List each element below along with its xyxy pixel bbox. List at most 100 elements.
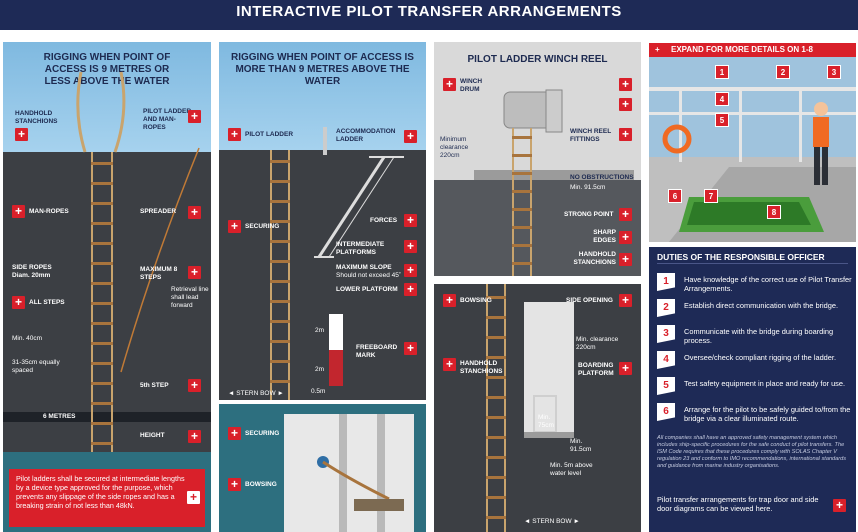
duty-item[interactable]: 5 Test safety equipment in place and rea…	[657, 377, 852, 401]
label-six-metres: 6 METRES	[43, 413, 76, 420]
expand-side-opening-button[interactable]: +	[619, 294, 632, 307]
expand-winch-right-button-a[interactable]: +	[619, 78, 632, 91]
expand-spreader-button[interactable]: +	[188, 206, 201, 219]
label-winch-reel-fittings: WINCH REEL FITTINGS	[570, 128, 612, 143]
label-stern-bow: ◄ STERN BOW ►	[228, 390, 284, 397]
panel-deck-illustration: 1 2 3 4 5 6 7 8	[649, 57, 856, 242]
expand-winch-right-button-b[interactable]: +	[619, 98, 632, 111]
expand-bowsing-button[interactable]: +	[443, 294, 456, 307]
label-boarding-platform: BOARDING PLATFORM	[578, 362, 614, 377]
label-min-5m: Min. 5m above water level	[550, 462, 593, 477]
label-winch-drum: WINCH DRUM	[460, 78, 483, 93]
expand-height-button[interactable]: +	[188, 430, 201, 443]
label-spreader: SPREADER	[140, 208, 177, 215]
expand-max-steps-button[interactable]: +	[188, 266, 201, 279]
accommodation-ladder-drawing	[314, 127, 404, 386]
ship-hull	[219, 150, 426, 400]
expand-securing-note-button[interactable]: +	[187, 491, 200, 504]
expand-freeboard-button[interactable]: +	[404, 342, 417, 355]
sky	[3, 42, 211, 152]
expand-header-text: EXPAND FOR MORE DETAILS ON 1-8	[671, 45, 813, 54]
expand-handhold-button[interactable]: +	[443, 358, 456, 371]
duty-text: Oversee/check compliant rigging of the l…	[684, 353, 837, 362]
detail-8-button[interactable]: 8	[767, 205, 781, 219]
label-min-40cm: Min. 40cm	[12, 335, 42, 342]
duty-item[interactable]: 2 Establish direct communication with th…	[657, 299, 852, 323]
detail-5-button[interactable]: 5	[715, 113, 729, 127]
detail-7-button[interactable]: 7	[704, 189, 718, 203]
expand-securing-button[interactable]: +	[228, 220, 241, 233]
label-min-clearance: Minimum clearance 220cm	[440, 136, 469, 159]
label-lower-platform: LOWER PLATFORM	[336, 286, 398, 293]
deck-illustration	[649, 87, 856, 242]
expand-fittings-button[interactable]: +	[619, 128, 632, 141]
winch-reel-drawing	[474, 89, 634, 180]
expand-bowsing-button[interactable]: +	[228, 478, 241, 491]
expand-lower-platform-button[interactable]: +	[404, 283, 417, 296]
expand-sharp-edges-button[interactable]: +	[619, 231, 632, 244]
plus-icon: +	[655, 45, 660, 54]
sky	[219, 42, 426, 150]
label-stern-bow: ◄ STERN BOW ►	[524, 518, 580, 525]
side-opening-drawing	[524, 302, 574, 438]
securing-note-box[interactable]: Pilot ladders shall be secured at interm…	[9, 469, 205, 527]
expand-boarding-button[interactable]: +	[619, 362, 632, 375]
duty-text: Have knowledge of the correct use of Pil…	[684, 275, 852, 293]
duty-flag-icon: 3	[657, 325, 675, 343]
label-bowsing: BOWSING	[460, 297, 492, 304]
expand-pilot-ladder-button[interactable]: +	[228, 128, 241, 141]
expand-man-ropes-button[interactable]: +	[12, 205, 25, 218]
expand-accommodation-button[interactable]: +	[404, 130, 417, 143]
page-banner: INTERACTIVE PILOT TRANSFER ARRANGEMENTS	[0, 0, 858, 30]
label-2m-upper: 2m	[315, 327, 325, 334]
expand-handhold-button[interactable]: +	[619, 253, 632, 266]
expand-strong-point-button[interactable]: +	[619, 208, 632, 221]
detail-4-button[interactable]: 4	[715, 92, 729, 106]
expand-all-steps-button[interactable]: +	[12, 296, 25, 309]
expand-handhold-button[interactable]: +	[15, 128, 28, 141]
duty-text: Communicate with the bridge during board…	[684, 327, 834, 345]
expand-intermediate-button[interactable]: +	[404, 240, 417, 253]
expand-fifth-step-button[interactable]: +	[188, 379, 201, 392]
expand-forces-button[interactable]: +	[404, 214, 417, 227]
label-side-opening: SIDE OPENING	[566, 297, 613, 304]
label-pilot-ladder: PILOT LADDER	[245, 131, 294, 138]
duty-item[interactable]: 1 Have knowledge of the correct use of P…	[657, 273, 852, 297]
detail-3-button[interactable]: 3	[827, 65, 841, 79]
pilot-ladder	[270, 150, 290, 400]
detail-6-button[interactable]: 6	[668, 189, 682, 203]
duties-panel: DUTIES OF THE RESPONSIBLE OFFICER 1 Have…	[649, 247, 856, 532]
label-half-m: 0.5m	[311, 388, 326, 395]
duty-item[interactable]: 4 Oversee/check compliant rigging of the…	[657, 351, 852, 375]
label-intermediate-platforms: INTERMEDIATE PLATFORMS	[336, 241, 385, 256]
trap-door-link[interactable]: Pilot transfer arrangements for trap doo…	[657, 495, 819, 513]
winch-ladder	[512, 128, 532, 276]
label-forces: FORCES	[370, 217, 398, 224]
label-handhold-stanchions: HANDHOLD STANCHIONS	[460, 360, 503, 375]
label-min-91cm: Min. 91.5cm	[570, 438, 592, 453]
label-fifth-step: 5th STEP	[140, 382, 169, 389]
label-slope-note: Should not exceed 45˚	[336, 272, 402, 279]
panel-side-opening: + BOWSING SIDE OPENING + Min. clearance …	[434, 284, 641, 532]
expand-slope-button[interactable]: +	[404, 264, 417, 277]
expand-winch-drum-button[interactable]: +	[443, 78, 456, 91]
duty-item[interactable]: 3 Communicate with the bridge during boa…	[657, 325, 852, 349]
expand-pilot-ladder-button[interactable]: +	[188, 110, 201, 123]
man-ropes-drawing	[3, 71, 211, 422]
duty-flag-icon: 4	[657, 351, 675, 369]
label-maximum-slope: MAXIMUM SLOPE	[336, 264, 392, 271]
securing-detail-drawing	[284, 414, 414, 532]
duty-item[interactable]: 6 Arrange for the pilot to be safely gui…	[657, 403, 852, 433]
detail-1-button[interactable]: 1	[715, 65, 729, 79]
detail-2-button[interactable]: 2	[776, 65, 790, 79]
expand-trap-door-button[interactable]: +	[833, 499, 846, 512]
label-securing-detail: SECURING	[245, 430, 280, 437]
duties-title: DUTIES OF THE RESPONSIBLE OFFICER	[657, 252, 825, 262]
expand-securing-detail-button[interactable]: +	[228, 427, 241, 440]
expand-header[interactable]: + EXPAND FOR MORE DETAILS ON 1-8	[649, 43, 856, 57]
label-no-obstructions-min: Min. 91.5cm	[570, 184, 606, 191]
panel-rigging-over-9m: RIGGING WHEN POINT OF ACCESS IS MORE THA…	[219, 42, 426, 532]
duty-flag-icon: 2	[657, 299, 675, 317]
page-title: INTERACTIVE PILOT TRANSFER ARRANGEMENTS	[236, 3, 622, 20]
panel-rigging-9m-or-less: RIGGING WHEN POINT OF ACCESS IS 9 METRES…	[3, 42, 211, 532]
